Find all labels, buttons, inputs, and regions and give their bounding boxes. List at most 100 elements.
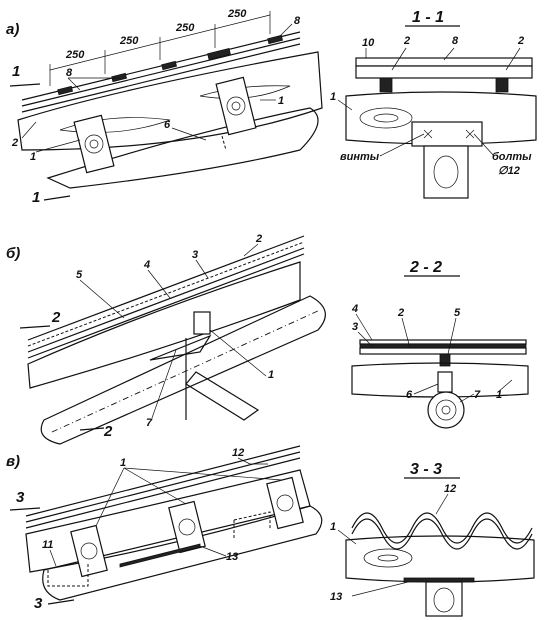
plank-2-s22 <box>359 347 527 355</box>
callout-8a: 8 <box>66 67 73 79</box>
log-support-right <box>215 76 257 136</box>
batten <box>57 85 74 96</box>
view-c: в) 1 12 11 13 <box>6 445 323 612</box>
leader-3-b <box>195 259 209 279</box>
leader-2-s11a <box>391 47 407 71</box>
batten <box>161 60 178 71</box>
callout-7-s22: 7 <box>474 389 481 401</box>
log-end-c1 <box>70 524 108 578</box>
deck-layer-b2 <box>27 247 305 353</box>
callout-2: 2 <box>11 137 18 149</box>
steel-strip-13 <box>119 543 201 568</box>
section-2-2: 2 - 2 4 2 5 3 6 7 1 <box>351 259 529 429</box>
callout-1-s11: 1 <box>330 91 336 103</box>
section-3-3: 3 - 3 12 1 13 <box>330 461 535 617</box>
batten <box>207 47 231 61</box>
leader-bolts <box>473 133 495 157</box>
dim-4: 250 <box>227 8 247 20</box>
beam-log-section <box>345 91 537 145</box>
callout-3-s22: 3 <box>352 321 358 333</box>
cut-arrow-1-bottom <box>43 195 71 201</box>
dimension-ticks <box>49 11 271 86</box>
callout-5-b: 5 <box>76 269 83 281</box>
callout-1-b: 1 <box>268 369 274 381</box>
callout-1-s33: 1 <box>330 521 336 533</box>
cut-arrow-3-bottom <box>47 599 75 605</box>
sheet-bottom-c <box>25 457 301 529</box>
log-end-c2 <box>168 500 206 554</box>
callout-6: 6 <box>164 119 171 131</box>
leader-1-s11 <box>337 99 353 111</box>
callout-12-s33: 12 <box>444 483 456 495</box>
deck-layer-b <box>27 241 305 347</box>
leader-5-s22 <box>447 317 457 355</box>
bolt-axis <box>221 135 227 151</box>
leader-screws <box>379 133 425 157</box>
cut-mark-3-bottom: 3 <box>34 595 43 612</box>
strut <box>185 371 260 421</box>
section-2-2-title: 2 - 2 <box>409 259 442 276</box>
bolts-label: болты <box>492 151 532 163</box>
callout-1-s22: 1 <box>496 389 502 401</box>
leader-2-s22 <box>401 317 411 349</box>
wood-rings <box>359 107 413 129</box>
beam-log-b <box>27 261 301 389</box>
cut-mark-3-top: 3 <box>16 489 25 506</box>
beam-log-s22 <box>351 362 529 398</box>
cut-arrow-2-bottom <box>79 427 105 431</box>
callout-1b: 1 <box>278 95 284 107</box>
leader-13-s33 <box>351 581 409 597</box>
deck-bottom <box>21 43 301 113</box>
leader-2-s11b <box>505 47 521 71</box>
screws-label: винты <box>340 151 380 163</box>
callout-2-s11b: 2 <box>517 35 524 47</box>
beam-log <box>17 51 323 151</box>
callout-2-s22: 2 <box>397 307 404 319</box>
view-c-label: в) <box>6 453 20 470</box>
dim-3: 250 <box>175 22 195 34</box>
cut-mark-1-top: 1 <box>12 63 20 80</box>
section-3-3-title: 3 - 3 <box>410 461 442 478</box>
leader-7-s22 <box>459 393 475 403</box>
callout-6-s22: 6 <box>406 389 413 401</box>
callout-11-c: 11 <box>42 539 53 551</box>
log-end-c3 <box>266 476 304 530</box>
view-a-label: а) <box>6 21 19 38</box>
callout-8-s11: 8 <box>452 35 459 47</box>
rafter-rings <box>441 405 451 415</box>
leader-4-s22 <box>355 313 373 341</box>
dim-1: 250 <box>65 49 85 61</box>
leader-7-b <box>151 349 177 419</box>
callout-5-s22: 5 <box>454 307 461 319</box>
callout-1-c: 1 <box>120 457 126 469</box>
bracket-13 <box>233 511 271 540</box>
bolt-heads <box>423 129 475 139</box>
leader-12-s33 <box>435 493 449 515</box>
rafter <box>46 107 319 189</box>
leader-4-b <box>147 269 171 299</box>
leader-1-s33 <box>337 529 357 545</box>
rafter-b <box>40 295 326 445</box>
plank-2 <box>355 65 533 79</box>
cut-arrow-2-top <box>19 325 51 329</box>
clamp-block <box>193 311 211 335</box>
view-b: б) 2 3 4 5 1 7 2 2 <box>6 233 326 445</box>
leader-8-s11 <box>443 47 455 61</box>
wood-rings <box>377 554 399 562</box>
deck-bottom-b <box>27 253 305 359</box>
leader-13-c <box>199 545 227 557</box>
leader-5-b <box>79 279 125 319</box>
roof-layer-4 <box>359 339 527 345</box>
corrugated-sheet-12 <box>351 512 533 544</box>
callout-13-s33: 13 <box>330 591 342 603</box>
view-a: а) 250 250 250 250 <box>6 8 323 206</box>
rafter-section <box>423 145 469 199</box>
sheet-top-c <box>25 445 301 517</box>
batten-5 <box>439 353 451 367</box>
leader-1-b <box>209 329 267 377</box>
corrugated-sheet-12-lower <box>351 518 533 550</box>
sheathing-10 <box>355 57 533 67</box>
callout-12-c: 12 <box>232 447 244 459</box>
sheet-mid-c <box>25 451 301 523</box>
